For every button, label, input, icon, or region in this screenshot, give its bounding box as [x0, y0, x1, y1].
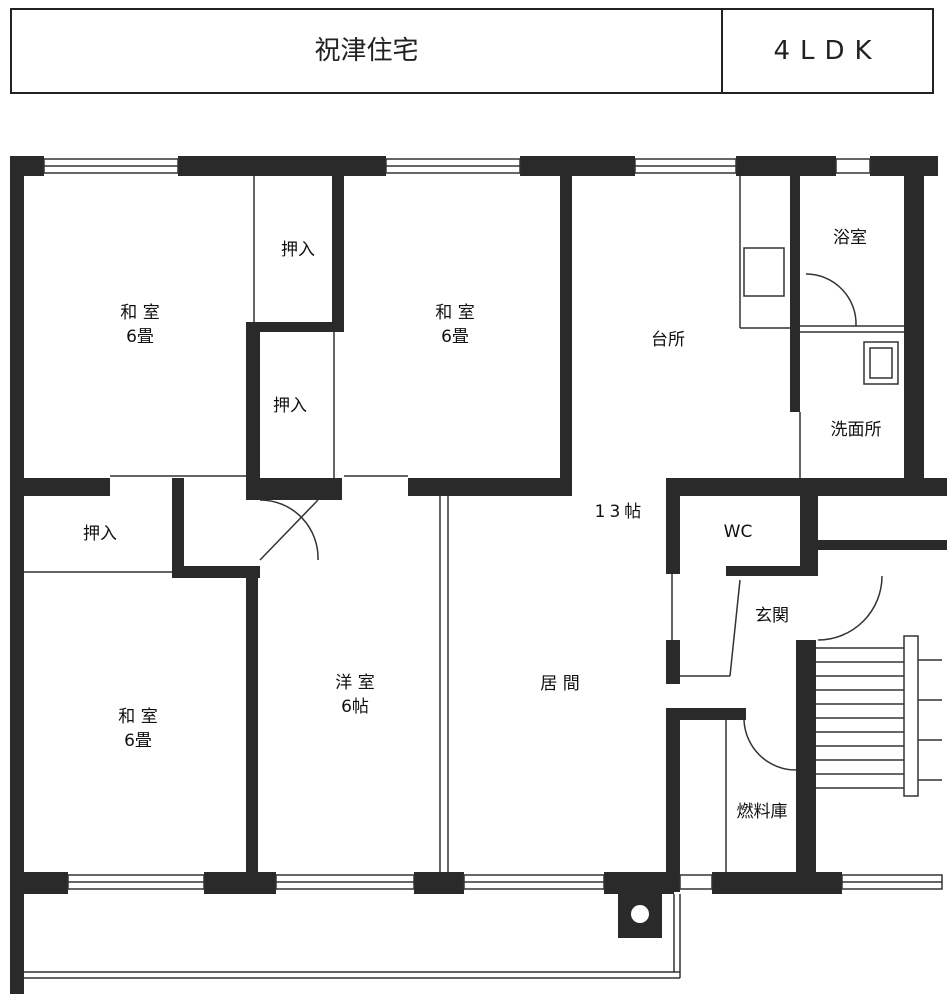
layout-type: 4LDK	[773, 36, 882, 66]
room-name: 洋 室	[335, 673, 375, 694]
title-block: 祝津住宅 4LDK	[10, 8, 934, 94]
room-oshiire-2: 押入	[273, 395, 307, 416]
room-washitsu-1: 和 室 6畳	[120, 302, 159, 350]
building-name: 祝津住宅	[314, 36, 419, 66]
room-size: 6畳	[124, 731, 152, 751]
room-name: 和 室	[120, 303, 160, 324]
room-size: 6畳	[441, 327, 469, 347]
room-bath: 浴室	[833, 227, 867, 248]
room-washitsu-3: 和 室 6畳	[118, 706, 157, 754]
walls	[10, 156, 947, 994]
room-size: 6帖	[341, 697, 369, 717]
partitions	[24, 176, 904, 979]
room-youshitsu: 洋 室 6帖	[335, 672, 374, 720]
room-washitsu-2: 和 室 6畳	[435, 302, 474, 350]
windows	[43, 158, 943, 890]
room-wc: WC	[723, 521, 753, 542]
room-kitchen: 台所	[651, 329, 685, 350]
room-name: 和 室	[118, 707, 158, 728]
room-name: 和 室	[435, 303, 475, 324]
room-living: 居 間	[540, 673, 580, 694]
title-divider	[721, 10, 723, 92]
room-entrance: 玄関	[755, 605, 789, 626]
ldk-size: 13帖	[594, 501, 646, 522]
room-washroom: 洗面所	[830, 419, 882, 440]
column-hole	[631, 905, 649, 923]
room-oshiire-1: 押入	[281, 239, 315, 260]
stairs	[816, 635, 942, 797]
room-oshiire-3: 押入	[83, 523, 117, 544]
room-size: 6畳	[126, 327, 154, 347]
room-fuel-storage: 燃料庫	[736, 801, 788, 822]
